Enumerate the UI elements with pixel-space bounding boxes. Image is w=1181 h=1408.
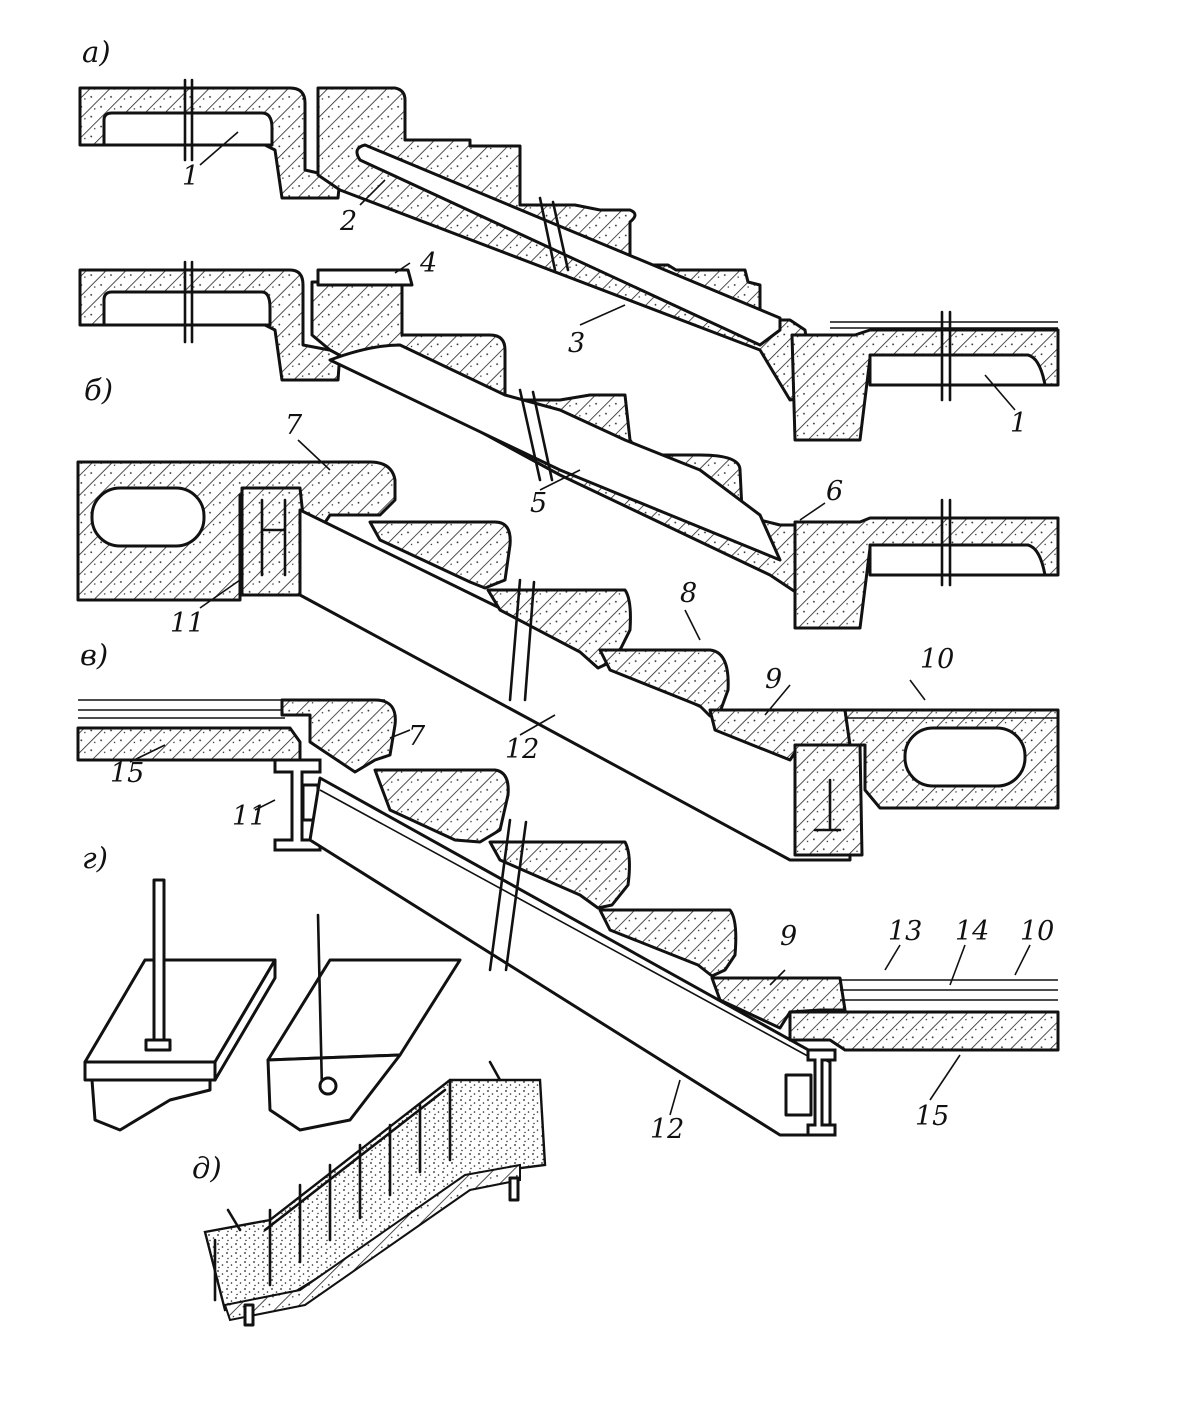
callout-1-left: 1 [182,161,199,192]
callout-1-right: 1 [1010,408,1027,439]
section-label-a: а) [82,35,111,69]
section-label-g: г) [82,841,108,875]
section-label-v: в) [80,638,108,672]
section-label-b: б) [84,373,113,407]
figure-g [83,878,462,1132]
callout-15-v-right: 15 [915,1101,949,1132]
callout-10-v: 10 [1020,916,1054,947]
figure-a-upper [78,86,1060,442]
callout-12-v: 12 [650,1114,684,1145]
figure-v [76,698,1060,1137]
callout-10-b: 10 [920,644,954,675]
callout-9-b: 9 [765,664,782,695]
callout-4: 4 [419,248,437,279]
callout-8: 8 [680,578,697,609]
callout-11-v: 11 [232,801,266,832]
break-lines [183,78,952,972]
callout-3: 3 [568,328,585,359]
leader-lines [129,131,1031,1116]
callout-15-v-left: 15 [110,758,144,789]
callout-7-v: 7 [408,721,426,752]
callout-12-b: 12 [505,734,539,765]
section-label-d: д) [192,1151,222,1185]
callout-2: 2 [339,206,357,237]
figure-a-lower [78,268,1060,630]
callout-13: 13 [888,916,922,947]
callout-14: 14 [955,916,989,947]
figure-b [76,460,1060,862]
callout-9-v: 9 [780,921,797,952]
figure-d [203,1060,547,1327]
callout-11-b: 11 [170,608,204,639]
callout-7-b: 7 [285,410,303,441]
callout-5: 5 [530,488,547,519]
callout-6: 6 [826,476,843,507]
